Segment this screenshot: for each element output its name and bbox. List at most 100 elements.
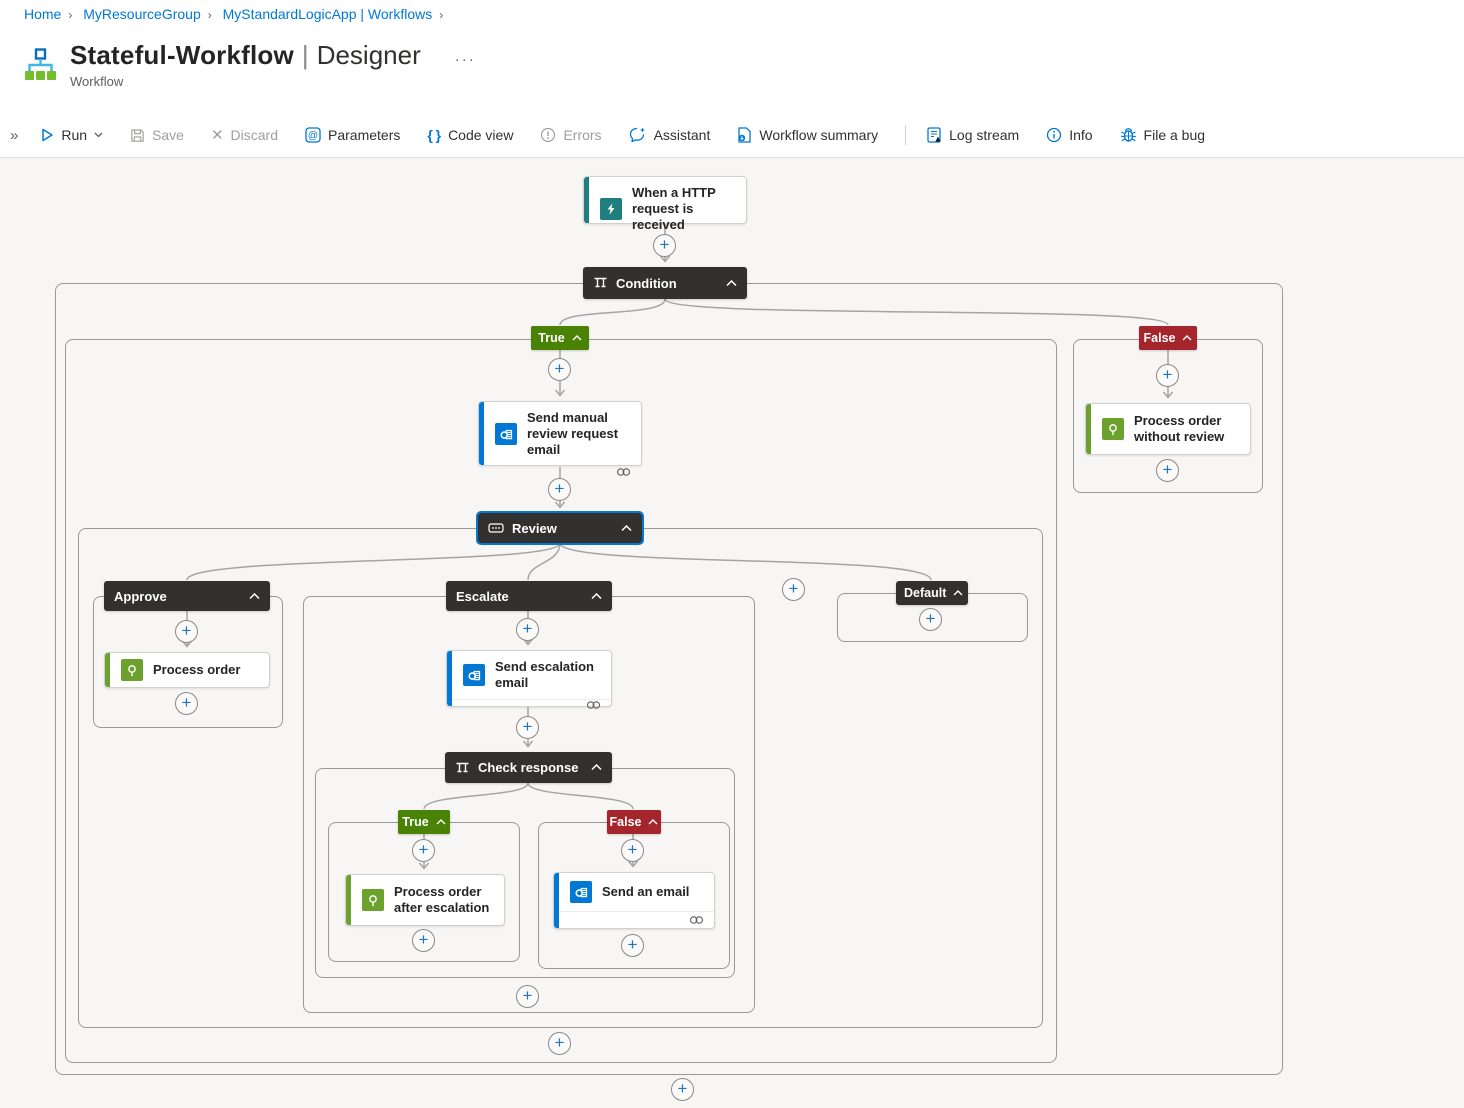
add-action-button[interactable] — [621, 934, 644, 957]
x-icon: ✕ — [210, 127, 224, 144]
add-action-button[interactable] — [175, 692, 198, 715]
resource-type-label: Workflow — [70, 74, 124, 89]
outlook-accent-strip — [554, 873, 559, 928]
assistant-button[interactable]: Assistant — [629, 127, 710, 143]
action-node-process-order-after-escalation[interactable]: Process order after escalation — [345, 874, 505, 926]
condition-scope-header[interactable]: Condition — [583, 267, 747, 299]
function-accent-strip — [105, 653, 110, 687]
add-action-button[interactable] — [516, 985, 539, 1008]
collapse-icon[interactable] — [581, 764, 602, 771]
add-action-button[interactable] — [548, 478, 571, 501]
collapse-icon — [436, 819, 446, 825]
node-footer — [554, 911, 714, 928]
errors-button: Errors — [540, 127, 602, 143]
condition-icon — [455, 762, 470, 774]
document-download-icon — [738, 127, 752, 143]
page-header: Stateful-Workflow | Designer ··· Workflo… — [24, 40, 476, 89]
collapse-icon[interactable] — [946, 590, 963, 596]
action-node-send-an-email[interactable]: Send an email — [553, 872, 715, 929]
trigger-node-http-request[interactable]: When a HTTP request is received — [583, 176, 747, 232]
review-switch-header[interactable]: Review — [476, 511, 644, 545]
breadcrumb-resource-group[interactable]: MyResourceGroup — [83, 6, 201, 22]
warning-circle-icon — [541, 127, 556, 143]
breadcrumb-logic-app[interactable]: MyStandardLogicApp | Workflows — [222, 6, 433, 22]
outlook-icon — [570, 881, 592, 903]
add-action-button[interactable] — [548, 1032, 571, 1055]
connection-icon — [586, 701, 601, 709]
svg-text:@: @ — [308, 131, 318, 142]
save-button: Save — [130, 127, 184, 143]
breadcrumb-home[interactable]: Home — [24, 6, 62, 22]
outlook-icon — [463, 664, 485, 686]
action-node-send-manual-review[interactable]: Send manual review request email — [478, 401, 642, 476]
false-branch-badge[interactable]: False — [1139, 326, 1197, 350]
command-bar: » Run Save ✕ Discard @ Parameters { } Co… — [0, 115, 1464, 155]
log-document-icon — [927, 127, 941, 143]
file-a-bug-button[interactable]: File a bug — [1120, 127, 1205, 143]
check-response-header[interactable]: Check response — [445, 752, 612, 783]
chat-sparkle-icon — [629, 127, 645, 143]
switch-icon — [488, 523, 504, 533]
breadcrumb: Home› MyResourceGroup› MyStandardLogicAp… — [24, 6, 450, 22]
code-view-button[interactable]: { } Code view — [427, 127, 514, 143]
add-case-button[interactable] — [782, 578, 805, 601]
expand-toolbar-icon[interactable]: » — [10, 126, 19, 144]
toolbar-divider — [0, 157, 1464, 158]
approve-case-header[interactable]: Approve — [104, 581, 270, 611]
add-action-button[interactable] — [1156, 459, 1179, 482]
workflow-icon — [24, 48, 56, 89]
true-branch-badge[interactable]: True — [531, 326, 589, 350]
info-circle-icon — [1047, 127, 1062, 143]
action-node-process-order[interactable]: Process order — [104, 652, 270, 688]
add-action-button[interactable] — [671, 1078, 694, 1101]
designer-canvas[interactable]: When a HTTP request is received Conditio… — [0, 158, 1464, 1108]
collapse-icon — [648, 819, 658, 825]
add-action-button[interactable] — [175, 620, 198, 643]
add-action-button[interactable] — [516, 618, 539, 641]
action-node-process-order-without-review[interactable]: Process order without review — [1085, 403, 1251, 455]
collapse-icon[interactable] — [716, 279, 737, 287]
add-action-button[interactable] — [412, 929, 435, 952]
play-icon — [42, 128, 54, 142]
collapse-icon[interactable] — [581, 592, 602, 600]
escalate-case-header[interactable]: Escalate — [446, 581, 612, 611]
bug-icon — [1120, 128, 1136, 142]
at-sign-icon: @ — [305, 127, 321, 143]
info-button[interactable]: Info — [1046, 127, 1093, 143]
process-icon — [362, 889, 384, 911]
workflow-summary-button[interactable]: Workflow summary — [737, 127, 878, 143]
trigger-accent-strip — [584, 177, 589, 223]
toolbar-separator — [905, 125, 907, 145]
check-response-true-badge[interactable]: True — [398, 810, 450, 834]
outlook-icon — [495, 423, 517, 445]
log-stream-button[interactable]: Log stream — [926, 127, 1019, 143]
check-response-false-badge[interactable]: False — [607, 810, 661, 834]
condition-icon — [593, 277, 608, 289]
outlook-accent-strip — [479, 402, 484, 465]
add-action-button[interactable] — [516, 716, 539, 739]
add-action-button[interactable] — [621, 839, 644, 862]
run-button[interactable]: Run — [40, 127, 103, 143]
more-options-icon[interactable]: ··· — [454, 51, 476, 68]
add-action-button[interactable] — [412, 839, 435, 862]
add-action-button[interactable] — [1156, 364, 1179, 387]
parameters-button[interactable]: @ Parameters — [305, 127, 400, 143]
connection-icon — [689, 916, 704, 924]
collapse-icon — [1182, 335, 1192, 341]
collapse-icon[interactable] — [611, 524, 632, 532]
page-title: Stateful-Workflow — [70, 40, 294, 70]
add-action-button[interactable] — [653, 234, 676, 257]
collapse-icon[interactable] — [239, 592, 260, 600]
connection-icon — [616, 468, 631, 476]
add-action-button[interactable] — [548, 358, 571, 381]
chevron-right-icon: › — [207, 8, 212, 22]
function-accent-strip — [346, 875, 351, 925]
process-icon — [1102, 418, 1124, 440]
page-mode: Designer — [316, 40, 421, 70]
add-action-button[interactable] — [919, 608, 942, 631]
default-case-header[interactable]: Default — [896, 581, 968, 605]
action-node-send-escalation-email[interactable]: Send escalation email — [446, 650, 612, 710]
discard-button: ✕ Discard — [210, 127, 278, 144]
node-footer — [447, 699, 611, 710]
process-icon — [121, 659, 143, 681]
